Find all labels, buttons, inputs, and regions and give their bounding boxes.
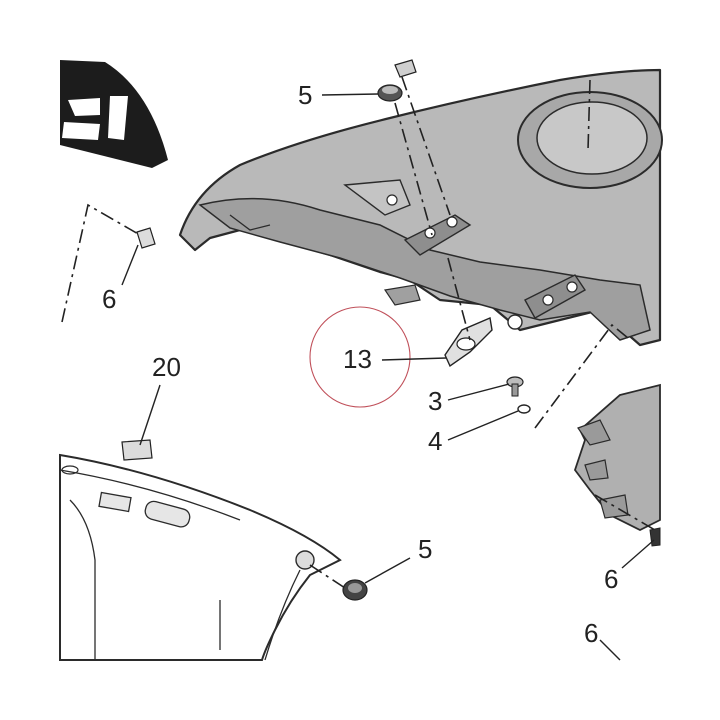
callout-6-right: 6	[604, 564, 618, 594]
clip-top	[394, 59, 417, 78]
lower-tank-section	[59, 453, 342, 661]
callout-3: 3	[428, 386, 442, 416]
clip-20	[121, 439, 153, 461]
callout-13: 13	[343, 344, 372, 374]
screw-3	[506, 376, 524, 397]
callout-6-left: 6	[102, 284, 116, 314]
callout-5-top: 5	[298, 80, 312, 110]
clip-6-right	[649, 527, 661, 547]
washer-4	[517, 404, 531, 414]
tank-decal	[60, 60, 168, 168]
grommet-5-bottom	[342, 579, 368, 601]
assembly-lines	[61, 76, 656, 589]
plate-13	[444, 317, 493, 368]
callout-5-bottom: 5	[418, 534, 432, 564]
grommet-5-top	[377, 84, 403, 102]
leader-lines	[121, 93, 655, 661]
callout-6-bottom: 6	[584, 618, 598, 648]
callout-20: 20	[152, 352, 181, 382]
tank-cover	[178, 68, 663, 347]
side-panel-right	[573, 383, 661, 532]
clip-6-left	[136, 227, 156, 249]
callout-4: 4	[428, 426, 442, 456]
highlight-circle	[309, 306, 411, 408]
